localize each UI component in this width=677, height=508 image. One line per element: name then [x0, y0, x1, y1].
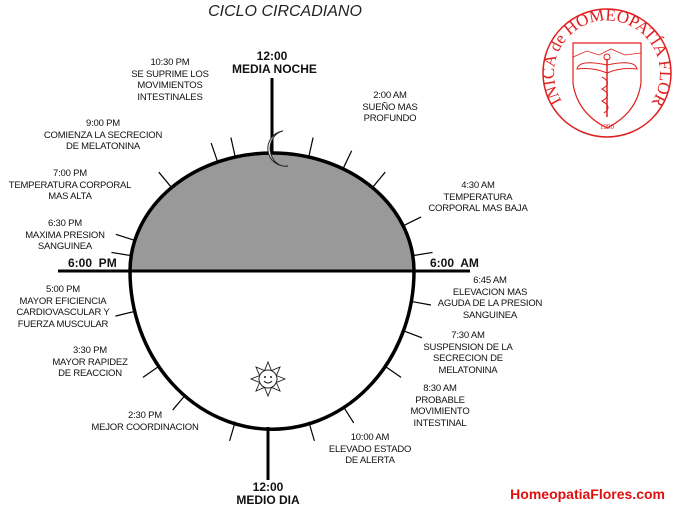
- diagram-title: CICLO CIRCADIANO: [208, 3, 362, 20]
- event-description: MOVIMIENTO: [410, 406, 470, 417]
- tick-mark: [411, 300, 432, 306]
- tick-marks: [111, 137, 433, 442]
- event-time: 6:45 AM: [473, 275, 507, 286]
- event-description: CARDIOVASCULAR Y: [16, 307, 110, 318]
- noon-name: MEDIO DIA: [236, 493, 300, 507]
- event-description: PROBABLE: [415, 394, 465, 406]
- event-time: 2:30 PM: [128, 410, 162, 421]
- svg-text:1990: 1990: [600, 123, 615, 131]
- event-description: TEMPERATURA: [443, 191, 513, 203]
- event-description: MAS ALTA: [48, 191, 92, 202]
- event-description: MOVIMIENTOS: [137, 80, 203, 91]
- tick-mark: [158, 171, 173, 188]
- noon-label: 12:00 MEDIO DIA: [228, 481, 308, 507]
- cycle-outline: [128, 151, 416, 431]
- tick-mark: [384, 365, 402, 378]
- event-description: SECRECION DE: [433, 353, 503, 364]
- event-description: PROFUNDO: [363, 113, 417, 124]
- event-time: 8:30 AM: [423, 383, 457, 394]
- tick-mark: [115, 310, 135, 317]
- event-description: CORPORAL MAS BAJA: [428, 203, 528, 214]
- tick-mark: [342, 150, 353, 170]
- event-description: DE REACCION: [58, 368, 122, 379]
- tick-mark: [230, 137, 236, 158]
- event-time: 7:00 PM: [53, 168, 87, 179]
- midnight-name: MEDIA NOCHE: [232, 62, 317, 76]
- event-description: FUERZA MUSCULAR: [17, 318, 109, 330]
- clinic-logo: CLINICA de HOMEOPATÍA FLORES 1990: [539, 5, 675, 138]
- tick-mark: [371, 171, 386, 188]
- website-label: HomeopatiaFlores.com: [510, 486, 665, 502]
- event-description: AGUDA DE LA PRESION: [437, 298, 543, 309]
- event-time: 9:00 PM: [86, 118, 120, 129]
- morning-label: 6:00 AM: [430, 256, 479, 270]
- event-time: 2:00 AM: [373, 90, 407, 101]
- event-time: 7:30 AM: [451, 330, 485, 341]
- tick-mark: [402, 216, 422, 227]
- event-time: 3:30 PM: [73, 345, 107, 356]
- event-description: ELEVACION MAS: [452, 286, 528, 298]
- midnight-label: 12:00 MEDIA NOCHE: [232, 49, 317, 76]
- tick-mark: [402, 330, 423, 339]
- event-description: MEJOR COORDINACION: [91, 421, 199, 433]
- noon-time: 12:00: [252, 480, 284, 494]
- event-description: SANGUINEA: [37, 241, 93, 252]
- event-description: MAYOR EFICIENCIA: [19, 295, 107, 307]
- moon-icon: [267, 130, 289, 167]
- tick-mark: [412, 251, 433, 257]
- midnight-time: 12:00: [256, 49, 288, 63]
- tick-mark: [115, 233, 136, 242]
- event-description: SUSPENSION DE LA: [423, 341, 513, 353]
- event-description: SANGUINEA: [462, 309, 518, 321]
- event-time: 10:00 AM: [350, 432, 390, 443]
- night-half: [130, 153, 414, 271]
- event-description: ELEVADO ESTADO: [328, 443, 412, 455]
- event-time: 10:30 PM: [150, 57, 190, 68]
- tick-mark: [210, 142, 219, 163]
- event-description: MELATONINA: [438, 364, 498, 376]
- event-description: TEMPERATURA CORPORAL: [8, 179, 132, 191]
- event-time: 5:00 PM: [46, 284, 80, 295]
- tick-mark: [142, 365, 160, 378]
- tick-mark: [111, 251, 132, 257]
- event-description: SE SUPRIME LOS: [131, 68, 209, 80]
- event-description: INTESTINAL: [413, 417, 467, 429]
- event-description: DE ALERTA: [345, 455, 395, 466]
- day-half: [130, 271, 414, 430]
- event-description: MAYOR RAPIDEZ: [52, 356, 128, 368]
- tick-mark: [308, 421, 315, 442]
- evening-label: 6:00 PM: [68, 256, 117, 270]
- event-time: 6:30 PM: [48, 218, 82, 229]
- event-description: SUEÑO MAS: [362, 101, 418, 113]
- tick-mark: [342, 405, 355, 424]
- event-time: 4:30 AM: [461, 180, 495, 191]
- sun-icon: [249, 360, 287, 398]
- tick-mark: [172, 394, 187, 411]
- event-description: MAXIMA PRESION: [25, 229, 105, 241]
- tick-mark: [229, 421, 236, 442]
- event-description: INTESTINALES: [137, 91, 203, 103]
- tick-mark: [308, 137, 314, 158]
- event-description: COMIENZA LA SECRECION: [43, 129, 163, 141]
- event-description: DE MELATONINA: [65, 141, 141, 152]
